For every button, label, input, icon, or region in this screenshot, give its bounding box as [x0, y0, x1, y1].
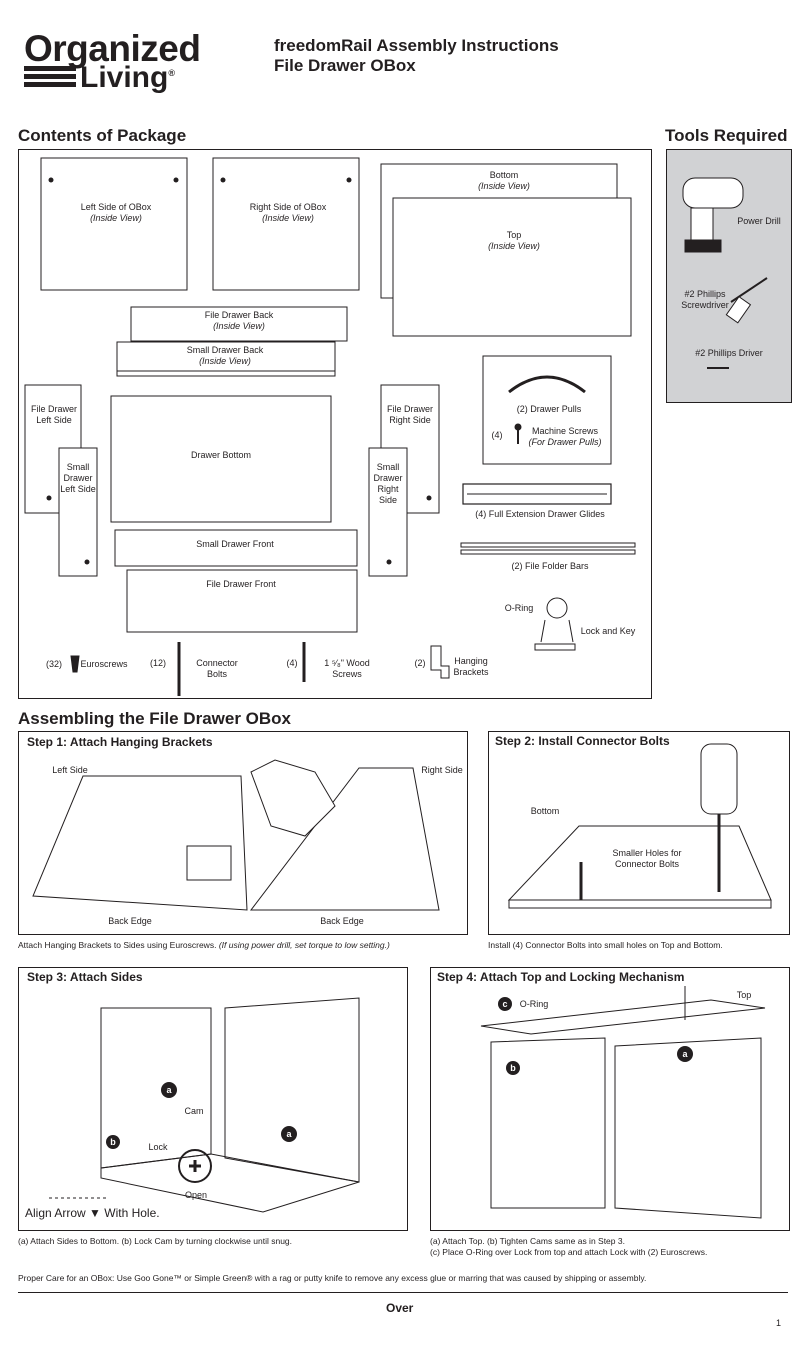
- step3-lock: Lock: [148, 1142, 168, 1152]
- page-number: 1: [776, 1318, 782, 1328]
- care-note: Proper Care for an OBox: Use Goo Gone™ o…: [18, 1273, 647, 1283]
- step3-badge-b: [106, 1135, 120, 1149]
- part-file-drawer-right: File Drawer Right Side: [386, 404, 433, 425]
- contents-heading: Contents of Package: [18, 126, 187, 145]
- brackets-qty: (2): [414, 658, 426, 668]
- step1-illustration: [32, 759, 440, 911]
- part-bottom: Bottom(Inside View): [478, 170, 530, 191]
- step3-badge-b-label: b: [110, 1137, 116, 1147]
- step1-back-edge-right: Back Edge: [320, 916, 364, 926]
- step1-panel: Step 1: Attach Hanging Brackets Left Sid…: [18, 731, 468, 935]
- step3-badge-a2: [281, 1126, 297, 1142]
- step3-cam: Cam: [184, 1106, 204, 1116]
- parts-illustration: [24, 157, 636, 696]
- part-right-side: Right Side of OBox(Inside View): [249, 202, 327, 223]
- part-drawer-glides: (4) Full Extension Drawer Glides: [475, 509, 605, 519]
- step1-back-edge-left: Back Edge: [108, 916, 152, 926]
- step1-left-side: Left Side: [52, 765, 88, 775]
- step4-badge-a: [677, 1046, 693, 1062]
- title-line1: freedomRail Assembly Instructions: [274, 36, 559, 55]
- euroscrews-label: Euroscrews: [80, 659, 128, 669]
- part-file-drawer-back: File Drawer Back(Inside View): [204, 310, 274, 331]
- tools-illustration: [682, 177, 768, 369]
- part-left-side: Left Side of OBox(Inside View): [80, 202, 152, 223]
- part-file-drawer-front: File Drawer Front: [206, 579, 276, 589]
- step2-panel: Step 2: Install Connector Bolts Bottom S…: [488, 731, 790, 935]
- part-small-drawer-back: Small Drawer Back(Inside View): [186, 345, 264, 366]
- assembly-heading: Assembling the File Drawer OBox: [18, 709, 292, 728]
- step4-o-ring: O-Ring: [519, 999, 549, 1009]
- step2-bottom: Bottom: [530, 806, 560, 816]
- part-drawer-pulls: (2) Drawer Pulls: [516, 404, 582, 414]
- step4-badge-b: [506, 1061, 520, 1075]
- tool-driver: #2 Phillips Driver: [695, 348, 763, 358]
- brand-logo-line1: Organized: [24, 28, 201, 69]
- wood-screws-qty: (4): [286, 658, 298, 668]
- part-o-ring: O-Ring: [504, 603, 534, 613]
- tool-screwdriver: #2 Phillips Screwdriver: [681, 289, 729, 310]
- step4-badge-b-label: b: [510, 1063, 516, 1073]
- step3-illustration: [49, 997, 360, 1213]
- title-line2: File Drawer OBox: [274, 56, 416, 75]
- step3-panel: Step 3: Attach Sides a a b Cam Lock Open…: [18, 967, 408, 1231]
- step3-align-note: Align Arrow ▼ With Hole.: [25, 1206, 160, 1220]
- step4-title: Step 4: Attach Top and Locking Mechanism: [437, 970, 685, 984]
- brackets-label: Hanging Brackets: [453, 656, 489, 677]
- step4-caption: (a) Attach Top. (b) Tighten Cams same as…: [430, 1236, 708, 1257]
- step1-right-side: Right Side: [421, 765, 463, 775]
- step3-badge-a1: [161, 1082, 177, 1098]
- part-drawer-bottom: Drawer Bottom: [190, 450, 252, 460]
- part-file-drawer-left: File Drawer Left Side: [30, 404, 77, 425]
- step2-caption: Install (4) Connector Bolts into small h…: [488, 940, 723, 950]
- step4-badge-c-label: c: [502, 999, 508, 1009]
- wood-screws-label: 1 ⁵⁄₈" Wood Screws: [324, 658, 370, 679]
- brand-logo-bars: [24, 66, 76, 90]
- contents-panel: Left Side of OBox(Inside View) Right Sid…: [18, 149, 652, 699]
- power-drill-icon: [682, 177, 744, 209]
- euroscrews-qty: (32): [45, 659, 62, 669]
- step4-badge-a-label: a: [682, 1049, 688, 1059]
- connector-bolts-qty: (12): [149, 658, 166, 668]
- brand-logo-line2: Living®: [80, 61, 175, 94]
- step2-illustration: [507, 743, 772, 909]
- step4-badge-c: [498, 997, 512, 1011]
- document-title: freedomRail Assembly Instructions File D…: [274, 36, 559, 76]
- part-machine-screws-qty: (4): [491, 430, 503, 440]
- part-top: Top(Inside View): [488, 230, 540, 251]
- step4-top: Top: [736, 990, 752, 1000]
- step4-panel: Step 4: Attach Top and Locking Mechanism…: [430, 967, 790, 1231]
- step2-title: Step 2: Install Connector Bolts: [495, 734, 670, 748]
- step1-title: Step 1: Attach Hanging Brackets: [27, 735, 213, 749]
- part-small-drawer-front: Small Drawer Front: [196, 539, 274, 549]
- footer-divider: [18, 1292, 788, 1293]
- tools-panel: Power Drill #2 Phillips Screwdriver #2 P…: [666, 149, 792, 403]
- step4-illustration: [480, 986, 766, 1219]
- tool-power-drill: Power Drill: [737, 216, 781, 226]
- part-machine-screws: Machine Screws(For Drawer Pulls): [528, 426, 602, 447]
- part-lock-key: Lock and Key: [580, 626, 636, 636]
- step3-title: Step 3: Attach Sides: [27, 970, 143, 984]
- step3-caption: (a) Attach Sides to Bottom. (b) Lock Cam…: [18, 1236, 293, 1246]
- over-label: Over: [386, 1301, 414, 1315]
- step3-open: Open: [184, 1190, 208, 1200]
- connector-bolts-label: Connector Bolts: [196, 658, 238, 679]
- screwdriver-icon: [725, 296, 752, 324]
- step1-caption: Attach Hanging Brackets to Sides using E…: [18, 940, 390, 950]
- step3-badge-a-label: a: [166, 1085, 172, 1095]
- step2-holes: Smaller Holes for Connector Bolts: [612, 848, 682, 869]
- part-small-drawer-left: Small Drawer Left Side: [60, 462, 96, 494]
- part-small-drawer-right: Small Drawer Right Side: [373, 462, 403, 505]
- tools-heading: Tools Required: [665, 126, 788, 145]
- part-folder-bars: (2) File Folder Bars: [511, 561, 589, 571]
- step3-badge-a2-label: a: [286, 1129, 292, 1139]
